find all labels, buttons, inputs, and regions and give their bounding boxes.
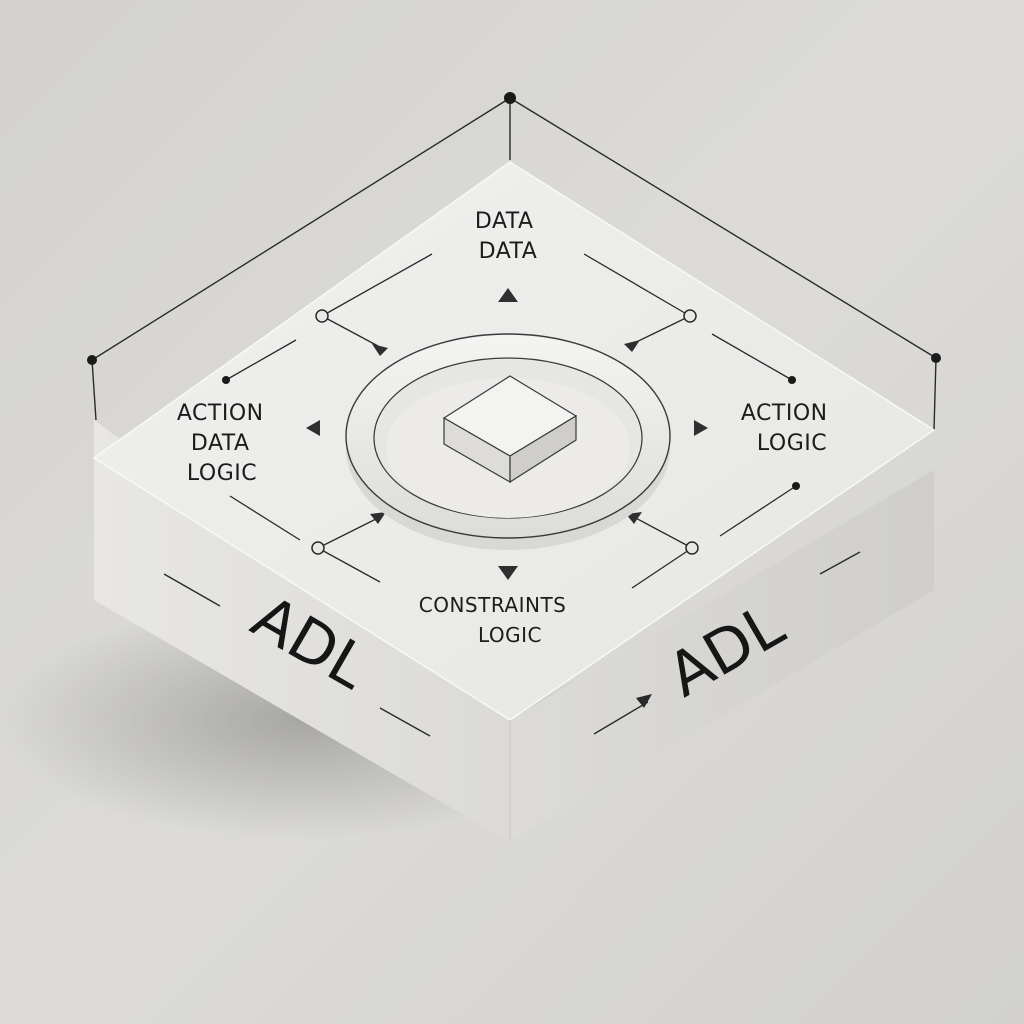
label-left-line-1: ACTION [177, 401, 264, 426]
arrow-ul-icon [372, 344, 388, 356]
node-2 [788, 376, 796, 384]
center-cube [442, 375, 578, 484]
label-top-line-2: DATA [479, 239, 538, 264]
connector-nodes [222, 376, 800, 490]
label-bottom-line-2: LOGIC [478, 623, 542, 647]
label-top-line-1: DATA [475, 209, 534, 234]
connector-bead-nodes [311, 309, 699, 555]
label-top: DATA DATA [475, 209, 541, 264]
arrow-right-icon [694, 420, 708, 436]
arrow-bottom-icon [498, 566, 518, 580]
side-arrow-icon [636, 694, 652, 708]
frame-node-top [504, 92, 516, 104]
label-right: ACTION LOGIC [741, 401, 835, 456]
label-left-line-2: DATA [191, 431, 250, 456]
slab-left-face-main [94, 458, 510, 842]
arrow-top-icon [498, 288, 518, 302]
arrow-ur-icon [624, 340, 640, 352]
frame-node-left [87, 355, 97, 365]
label-right-line-1: ACTION [741, 401, 828, 426]
bead-3 [311, 541, 325, 555]
label-left: ACTION DATA LOGIC [177, 401, 271, 486]
label-bottom: CONSTRAINTS LOGIC [419, 593, 573, 647]
node-3 [792, 482, 800, 490]
arrow-left-icon [306, 420, 320, 436]
connector-lines [225, 253, 797, 589]
label-right-line-2: LOGIC [757, 431, 827, 456]
frame-node-right [931, 353, 941, 363]
slab-right-face [510, 470, 934, 842]
label-bottom-line-1: CONSTRAINTS [419, 593, 567, 617]
bead-2 [683, 309, 697, 323]
wire-frame [91, 97, 937, 431]
arrow-ll-icon [370, 512, 386, 524]
bead-4 [685, 541, 699, 555]
label-left-line-3: LOGIC [187, 461, 257, 486]
side-face-lines [163, 551, 861, 737]
node-1 [222, 376, 230, 384]
bead-1 [315, 309, 329, 323]
